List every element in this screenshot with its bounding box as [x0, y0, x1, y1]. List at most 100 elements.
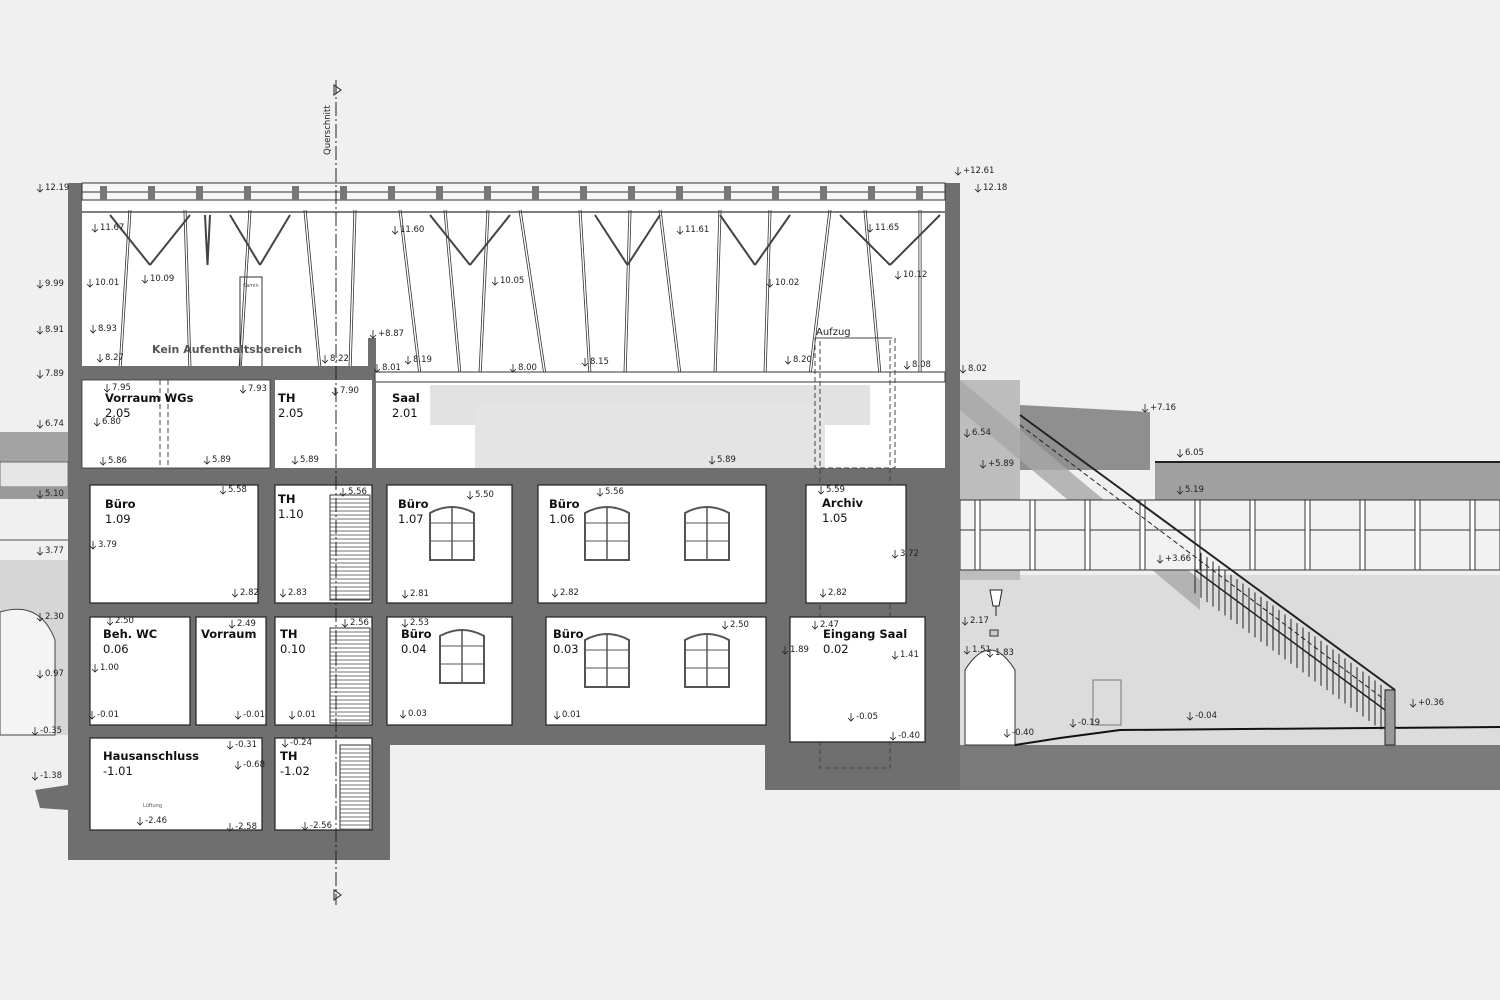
elevation-label: +7.16 — [1150, 403, 1176, 413]
room-name: Saal — [392, 391, 420, 405]
level-arrow-icon — [1176, 486, 1184, 495]
level-arrow-icon — [288, 711, 296, 720]
level-arrow-icon — [963, 646, 971, 655]
truss-brace — [594, 214, 629, 266]
left-neighbour-building — [0, 432, 69, 736]
elevation-label: -0.40 — [898, 731, 920, 741]
elevation-label: 5.56 — [605, 487, 624, 497]
elevation-label: 5.56 — [348, 487, 367, 497]
elevation-label: 10.09 — [150, 274, 174, 284]
level-arrow-icon — [551, 589, 559, 598]
room-name: Eingang Saal — [823, 627, 907, 641]
section-marker-arrow-top — [333, 84, 342, 96]
elevation-label: 5.50 — [475, 490, 494, 500]
railing-post — [1029, 499, 1036, 571]
level-arrow-icon — [36, 280, 44, 289]
elevation-label: 2.30 — [45, 612, 64, 622]
stair-flight — [329, 494, 371, 601]
elevation-label: 5.58 — [228, 485, 247, 495]
level-arrow-icon — [954, 167, 962, 176]
level-arrow-icon — [36, 613, 44, 622]
elevation-label: -0.01 — [97, 710, 119, 720]
elevation-label: 5.10 — [45, 489, 64, 499]
elevation-label: 7.89 — [45, 369, 64, 379]
level-arrow-icon — [279, 589, 287, 598]
elevation-label: 6.74 — [45, 419, 64, 429]
wall-lantern-icon — [989, 589, 1003, 616]
level-arrow-icon — [401, 590, 409, 599]
truss-brace — [109, 214, 151, 266]
level-arrow-icon — [239, 385, 247, 394]
elevation-label: 5.89 — [717, 455, 736, 465]
level-arrow-icon — [963, 429, 971, 438]
truss-brace — [839, 214, 891, 266]
elevation-label: 0.03 — [408, 709, 427, 719]
truss-brace — [889, 214, 941, 266]
room-name: TH — [280, 749, 297, 763]
elevation-label: 1.51 — [972, 645, 991, 655]
elevation-label: 11.60 — [400, 225, 424, 235]
room-name: TH — [278, 492, 295, 506]
elevation-label: 11.67 — [100, 223, 124, 233]
room-number: 1.10 — [278, 507, 304, 521]
elevation-label: 11.61 — [685, 225, 709, 235]
truss-brace — [229, 214, 261, 266]
window — [684, 633, 730, 688]
elevation-label: 10.12 — [903, 270, 927, 280]
level-arrow-icon — [36, 490, 44, 499]
level-arrow-icon — [31, 727, 39, 736]
level-arrow-icon — [89, 325, 97, 334]
elevation-label: 2.49 — [237, 619, 256, 629]
elevation-label: -0.68 — [243, 760, 265, 770]
elevation-label: 1.00 — [100, 663, 119, 673]
level-arrow-icon — [676, 226, 684, 235]
elevation-label: 8.02 — [968, 364, 987, 374]
elevation-label: 6.54 — [972, 428, 991, 438]
level-arrow-icon — [331, 387, 339, 396]
level-arrow-icon — [231, 589, 239, 598]
level-arrow-icon — [321, 355, 329, 364]
elevation-label: +0.36 — [1418, 698, 1444, 708]
level-arrow-icon — [1409, 699, 1417, 708]
railing-post — [1139, 499, 1146, 571]
truss-brace — [754, 214, 791, 266]
stair-post — [1384, 689, 1396, 746]
section-marker-label: Querschnitt — [323, 105, 333, 155]
room-number: 0.04 — [401, 642, 427, 656]
level-arrow-icon — [889, 732, 897, 741]
level-arrow-icon — [491, 277, 499, 286]
elevation-label: -0.35 — [40, 726, 62, 736]
level-arrow-icon — [1003, 729, 1011, 738]
truss-brace — [469, 214, 511, 266]
elevation-label: -2.56 — [310, 821, 332, 831]
elevation-label: 2.17 — [970, 616, 989, 626]
elevation-label: 8.91 — [45, 325, 64, 335]
level-arrow-icon — [866, 224, 874, 233]
level-arrow-icon — [847, 713, 855, 722]
no-stay-note: Kein Aufenthaltsbereich — [152, 343, 302, 356]
elevation-label: 5.89 — [212, 455, 231, 465]
elevation-label: -0.19 — [1078, 718, 1100, 728]
level-arrow-icon — [1186, 712, 1194, 721]
rafter-block — [244, 186, 251, 200]
rafter-block — [724, 186, 731, 200]
rafter-block — [772, 186, 779, 200]
truss-brace — [149, 214, 191, 266]
elevation-label: -0.24 — [290, 738, 312, 748]
level-arrow-icon — [31, 772, 39, 781]
elevation-label: 0.01 — [562, 710, 581, 720]
level-arrow-icon — [88, 711, 96, 720]
section-marker-arrow-bottom — [333, 889, 342, 901]
level-arrow-icon — [811, 621, 819, 630]
level-arrow-icon — [708, 456, 716, 465]
level-arrow-icon — [91, 224, 99, 233]
level-arrow-icon — [903, 361, 911, 370]
room-number: 2.05 — [105, 406, 131, 420]
elevation-label: -0.05 — [856, 712, 878, 722]
railing-post — [1084, 499, 1091, 571]
level-arrow-icon — [136, 817, 144, 826]
elevation-label: 12.18 — [983, 183, 1007, 193]
arched-doorway — [964, 649, 1016, 746]
elevation-label: 8.22 — [330, 354, 349, 364]
level-arrow-icon — [1141, 404, 1149, 413]
